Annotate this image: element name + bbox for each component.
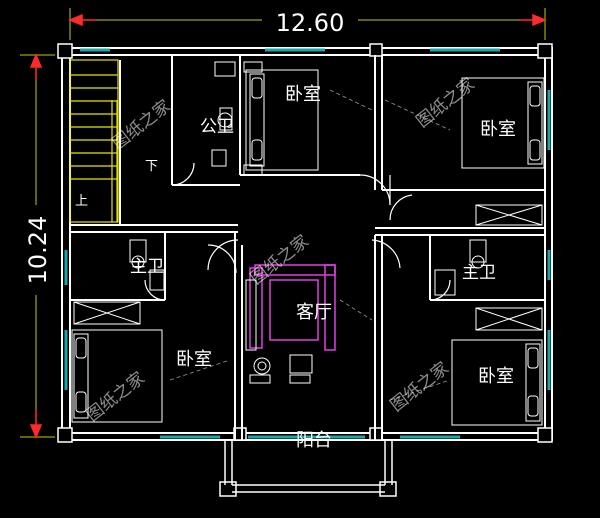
room-bedroom-top-center: 卧室 (285, 84, 321, 105)
bath-fixtures (129, 61, 487, 296)
height-dimension-label: 10.24 (24, 216, 52, 285)
room-bedroom-bottom-right: 卧室 (478, 366, 514, 387)
watermark-5: 图纸之家 (387, 358, 453, 416)
width-dimension-label: 12.60 (276, 9, 345, 37)
balcony-railing (219, 440, 397, 497)
room-bedroom-bottom-left: 卧室 (176, 349, 212, 370)
room-master-bath-left: 主卫 (130, 257, 164, 277)
watermark-2: 图纸之家 (413, 74, 479, 132)
stair-up-label: 上 (75, 194, 88, 209)
tv-cabinet (245, 279, 313, 384)
room-bedroom-top-right: 卧室 (480, 119, 516, 140)
room-public-bath: 公卫 (200, 117, 234, 137)
watermark-4: 图纸之家 (83, 368, 149, 426)
bed-bottom-right (451, 307, 543, 426)
interior-walls (70, 55, 545, 440)
room-living: 客厅 (296, 302, 332, 323)
room-balcony: 阳台 (296, 430, 332, 451)
exterior-walls (61, 47, 553, 441)
dimension-arrows (29, 13, 547, 439)
stair-down-label: 下 (145, 159, 158, 174)
wardrobe-top-right (475, 204, 543, 226)
room-master-bath-right: 主卫 (462, 263, 496, 283)
door-swings (144, 162, 451, 301)
stairs (69, 59, 119, 223)
columns (57, 43, 553, 443)
bed-top-center (243, 61, 319, 176)
bed-top-right (461, 77, 545, 169)
watermark-1: 图纸之家 (109, 96, 175, 154)
bed-bottom-left (71, 301, 163, 423)
dashed-guides (169, 89, 451, 401)
windows (64, 48, 551, 439)
